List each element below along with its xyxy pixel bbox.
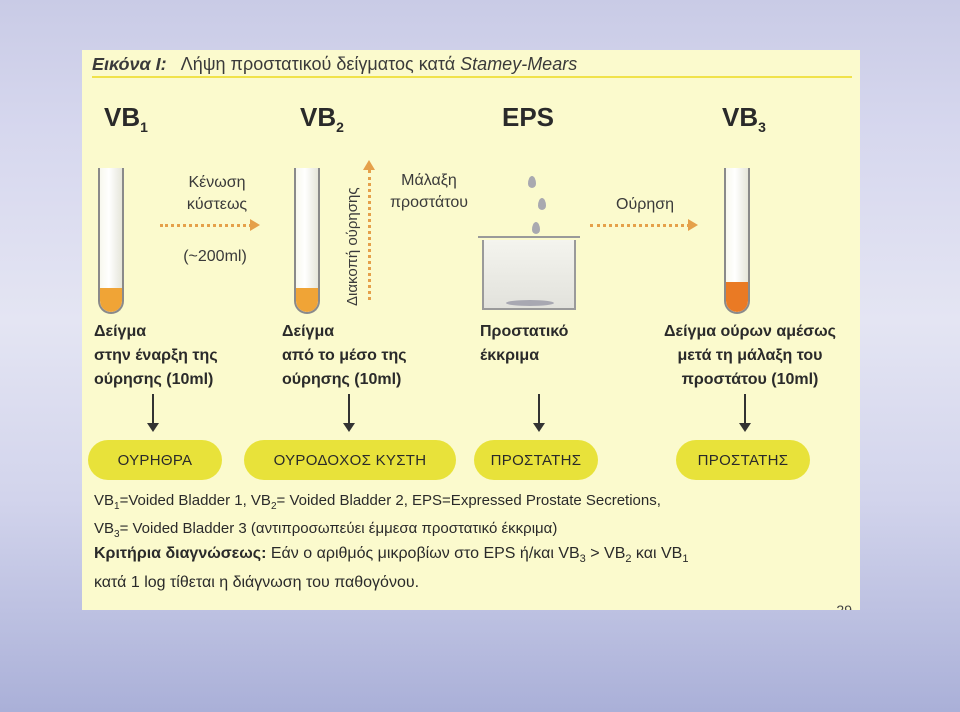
interrupt-arrow <box>363 160 375 300</box>
void-arrow <box>160 219 260 231</box>
down-arrow-eps <box>533 394 545 432</box>
desc-vb1: Δείγμα στην έναρξη της ούρησης (10ml) <box>94 323 218 388</box>
eps-drop <box>532 222 540 234</box>
caption-text: Λήψη προστατικού δείγματος κατά <box>180 54 456 74</box>
tube-vb1 <box>98 168 124 314</box>
header-vb3: VB3 <box>722 102 766 135</box>
caption-label: Εικόνα Ι: <box>92 54 167 74</box>
desc-vb2: Δείγμα από το μέσο της ούρησης (10ml) <box>282 323 407 388</box>
down-arrow-vb1 <box>147 394 159 432</box>
figure-panel: Εικόνα Ι: Λήψη προστατικού δείγματος κατά… <box>82 50 860 610</box>
tube-vb3-sample <box>726 282 748 312</box>
tube-vb2-sample <box>296 288 318 312</box>
urination-step-label: Ούρηση <box>616 196 674 213</box>
legend-line-1: VB1=Voided Bladder 1, VB2= Voided Bladde… <box>94 492 661 512</box>
pill-urethra: ΟΥΡΗΘΡΑ <box>88 440 222 480</box>
header-vb1: VB1 <box>104 102 148 135</box>
void-step-label: Κένωση κύστεως <box>186 174 248 213</box>
eps-secretion <box>506 300 554 306</box>
criteria-title: Κριτήρια διαγνώσεως: <box>94 545 267 562</box>
eps-drop <box>528 176 536 188</box>
pill-prostate-vb3: ΠΡΟΣΤΑΤΗΣ <box>676 440 810 480</box>
interrupt-label: Διακοπή ούρησης <box>344 187 361 306</box>
desc-vb3: Δείγμα ούρων αμέσως μετά τη μάλαξη του π… <box>664 323 836 388</box>
tube-vb3 <box>724 168 750 314</box>
pill-prostate-eps: ΠΡΟΣΤΑΤΗΣ <box>474 440 598 480</box>
legend-line-2: VB3= Voided Bladder 3 (αντιπροσωπεύει έμ… <box>94 520 558 540</box>
tube-vb2 <box>294 168 320 314</box>
pill-bladder: ΟΥΡΟΔΟΧΟΣ ΚΥΣΤΗ <box>244 440 456 480</box>
down-arrow-vb2 <box>343 394 355 432</box>
page-number: 29 <box>836 602 852 610</box>
caption-method: Stamey-Mears <box>460 54 578 74</box>
diagnostic-criteria: Κριτήρια διαγνώσεως: Εάν ο αριθμός μικρο… <box>94 545 689 592</box>
urination-arrow <box>590 219 698 231</box>
tube-vb1-sample <box>100 288 122 312</box>
down-arrow-vb3 <box>739 394 751 432</box>
figure-caption: Εικόνα Ι: Λήψη προστατικού δείγματος κατά… <box>92 54 852 78</box>
header-vb2: VB2 <box>300 102 344 135</box>
eps-beaker <box>478 236 580 310</box>
legend: VB1=Voided Bladder 1, VB2= Voided Bladde… <box>94 490 852 546</box>
massage-step-label: Μάλαξη προστάτου <box>390 172 468 211</box>
eps-drop <box>538 198 546 210</box>
void-volume: (~200ml) <box>183 248 247 265</box>
header-eps: EPS <box>502 102 555 132</box>
desc-eps: Προστατικό έκκριμα <box>480 323 569 364</box>
